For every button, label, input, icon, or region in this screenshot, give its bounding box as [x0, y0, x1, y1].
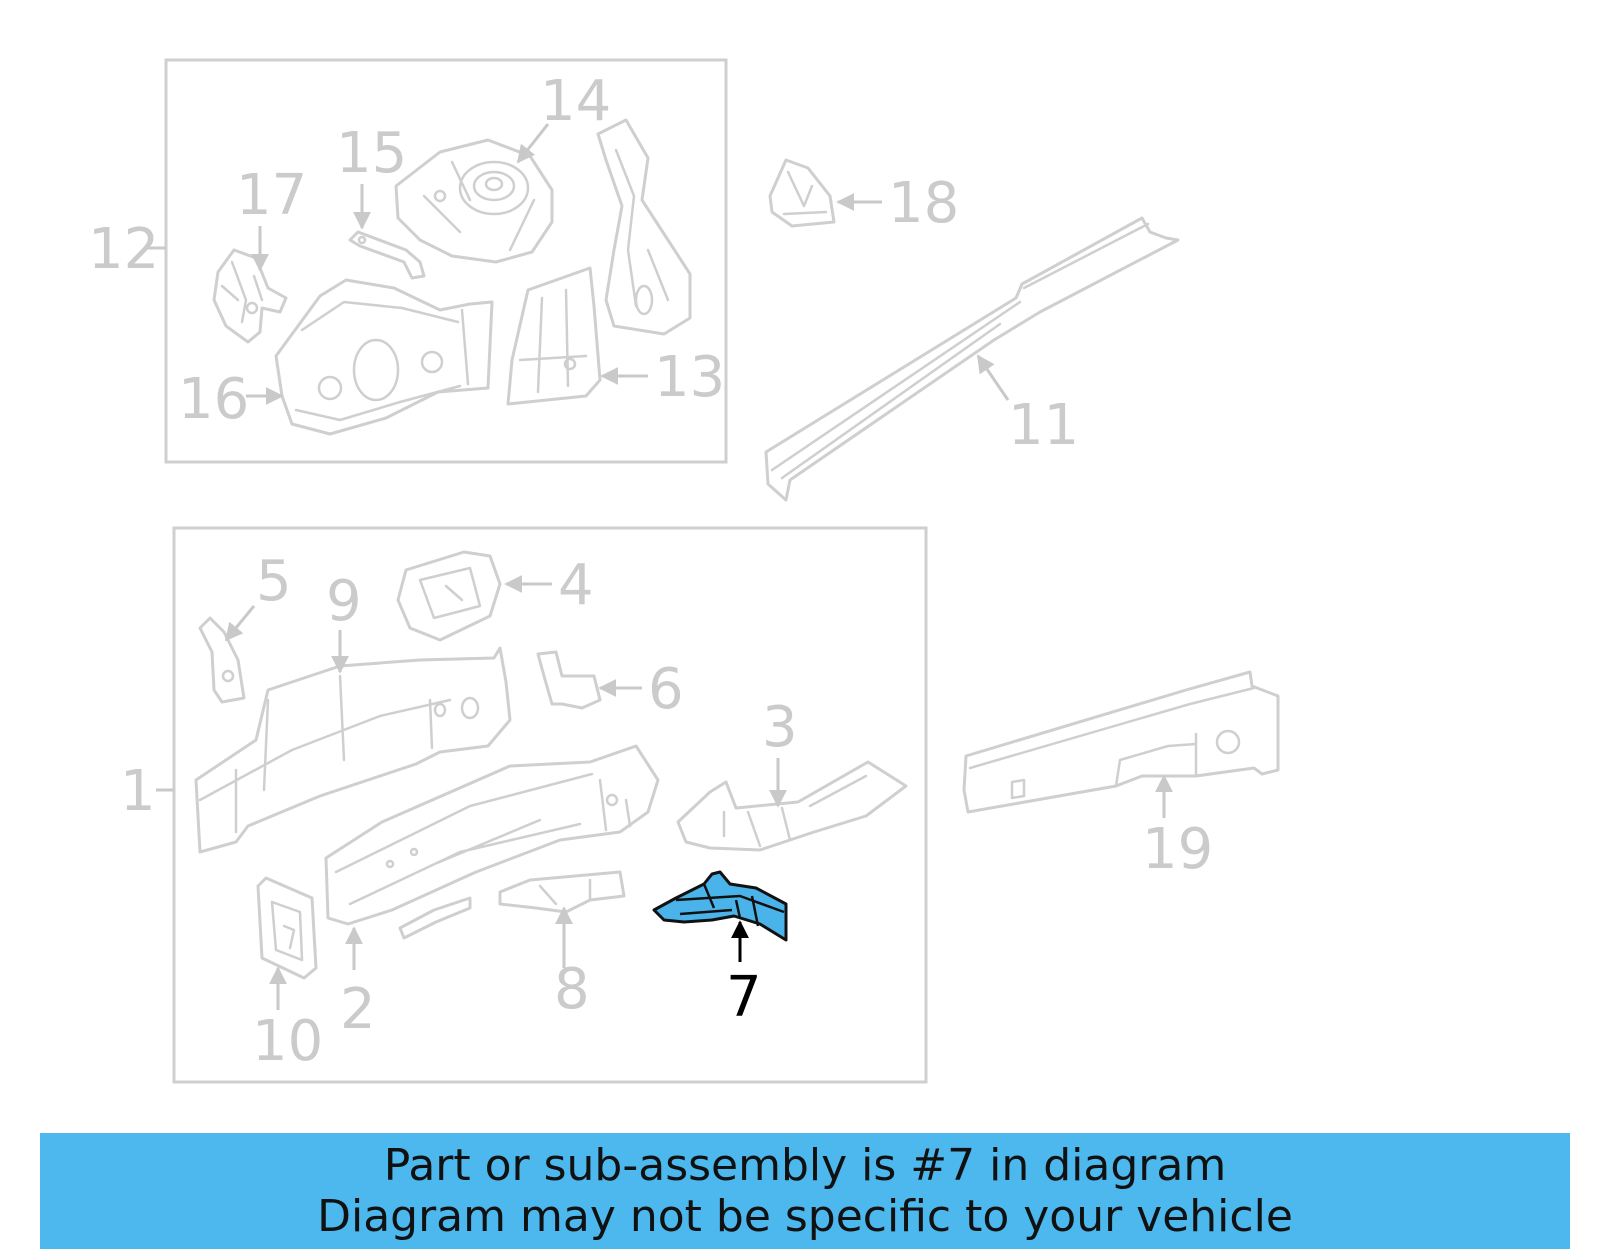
- part-2-strip[interactable]: [398, 896, 472, 940]
- part-9[interactable]: [194, 646, 512, 854]
- part-13-lower[interactable]: [506, 266, 602, 406]
- callout-10[interactable]: 10: [252, 1009, 323, 1074]
- part-10[interactable]: [256, 876, 318, 980]
- subassembly-frame-12: [164, 58, 728, 464]
- part-15[interactable]: [348, 230, 426, 280]
- part-17[interactable]: [212, 248, 288, 344]
- banner-line-2: Diagram may not be specific to your vehi…: [317, 1191, 1293, 1242]
- callout-6[interactable]: 6: [648, 657, 684, 722]
- callout-4[interactable]: 4: [558, 553, 594, 618]
- callout-2[interactable]: 2: [340, 977, 376, 1042]
- callout-14[interactable]: 14: [540, 69, 611, 134]
- info-banner: Part or sub-assembly is #7 in diagram Di…: [40, 1133, 1570, 1249]
- callout-7[interactable]: 7: [726, 965, 762, 1030]
- leader-14: [516, 123, 550, 164]
- banner-line-1: Part or sub-assembly is #7 in diagram: [383, 1140, 1227, 1191]
- part-6[interactable]: [536, 650, 602, 710]
- part-11[interactable]: [764, 216, 1180, 502]
- part-2[interactable]: [324, 744, 660, 926]
- callout-15[interactable]: 15: [336, 121, 407, 186]
- callout-3[interactable]: 3: [762, 695, 798, 760]
- callout-11[interactable]: 11: [1008, 393, 1079, 458]
- part-7-highlighted[interactable]: [652, 870, 788, 942]
- callout-9[interactable]: 9: [326, 569, 362, 634]
- part-19[interactable]: [962, 670, 1280, 814]
- part-16[interactable]: [274, 278, 494, 436]
- leader-5: [224, 605, 256, 642]
- callout-1[interactable]: 1: [120, 759, 156, 824]
- callout-8[interactable]: 8: [554, 957, 590, 1022]
- part-4[interactable]: [396, 550, 502, 642]
- callout-18[interactable]: 18: [888, 171, 959, 236]
- part-5[interactable]: [198, 616, 246, 704]
- callout-17[interactable]: 17: [236, 163, 307, 228]
- part-14[interactable]: [394, 138, 554, 264]
- part-18[interactable]: [768, 158, 836, 228]
- subassembly-frame-1: [172, 526, 928, 1084]
- part-3[interactable]: [676, 760, 908, 852]
- part-8[interactable]: [498, 870, 626, 914]
- callout-5[interactable]: 5: [256, 549, 292, 614]
- callout-13[interactable]: 13: [654, 345, 725, 410]
- callout-19[interactable]: 19: [1142, 817, 1213, 882]
- callout-12[interactable]: 12: [88, 217, 159, 282]
- part-13-upper[interactable]: [596, 118, 692, 336]
- leader-11: [976, 354, 1010, 401]
- callout-16[interactable]: 16: [178, 367, 249, 432]
